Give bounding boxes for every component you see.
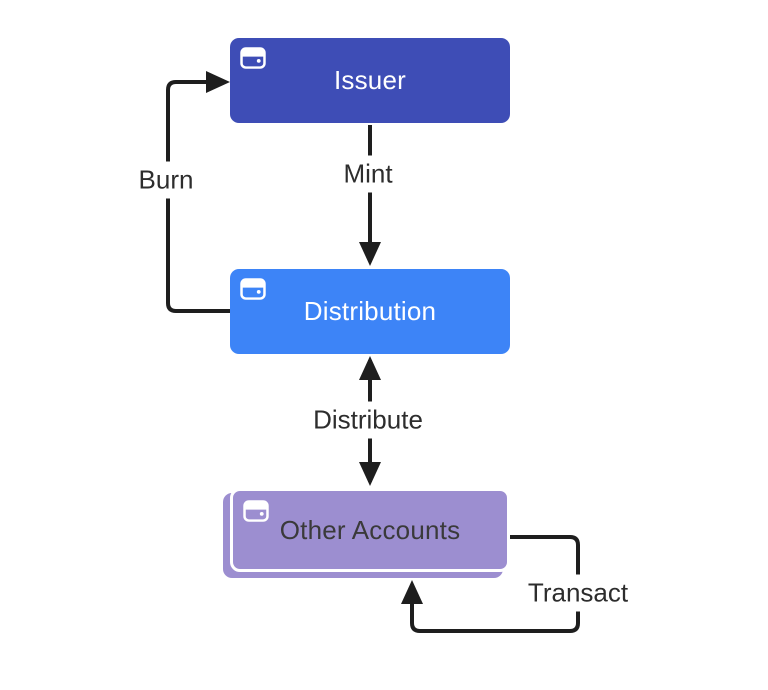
wallet-icon [240, 47, 266, 69]
node-issuer: Issuer [230, 38, 510, 123]
node-other-accounts-label: Other Accounts [279, 514, 461, 545]
edge-transact [401, 535, 580, 633]
node-distribution: Distribution [230, 269, 510, 354]
edge-label-mint: Mint [334, 155, 402, 193]
edge-label-distribute: Distribute [304, 401, 432, 439]
wallet-icon [243, 500, 269, 522]
node-issuer-label: Issuer [333, 65, 406, 95]
wallet-icon [240, 278, 266, 300]
edge-mint [359, 125, 381, 266]
edge-label-burn: Burn [129, 161, 203, 199]
node-distribution-label: Distribution [303, 296, 437, 326]
node-other-accounts: Other Accounts [230, 488, 510, 572]
edge-label-transact: Transact [518, 574, 638, 612]
